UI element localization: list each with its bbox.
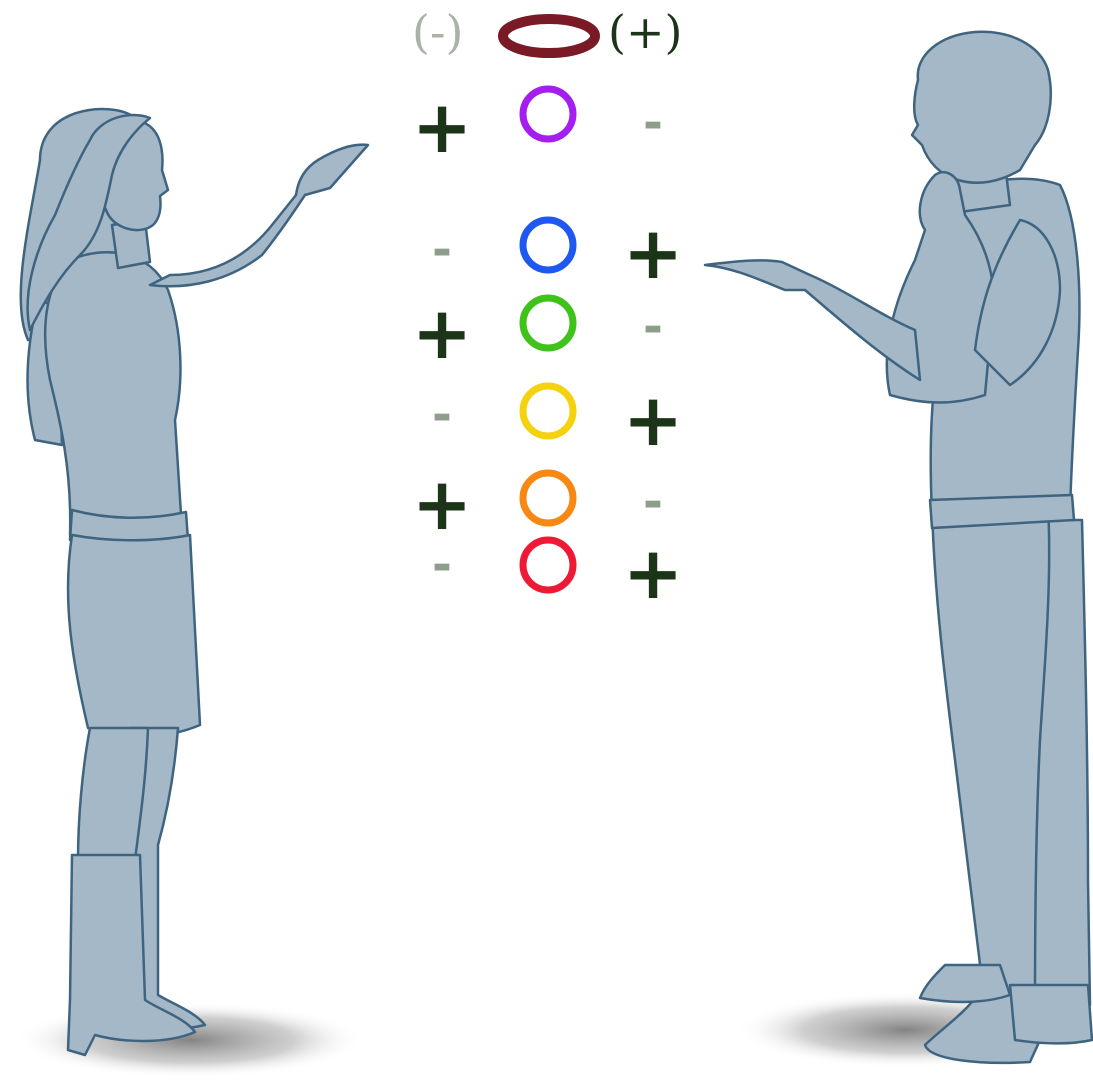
left-sign-blue: - — [432, 222, 452, 278]
header-ring — [498, 14, 600, 58]
woman-figure — [19, 107, 370, 1057]
right-sign-purple: - — [643, 95, 663, 151]
ring-green — [519, 294, 577, 352]
left-sign-purple: + — [411, 85, 473, 169]
right-sign-green: - — [643, 299, 663, 355]
right-sign-orange: - — [643, 474, 663, 530]
right-sign-blue: + — [622, 211, 684, 295]
left-sign-yellow: - — [432, 387, 452, 443]
negative-label: (-) — [412, 5, 464, 59]
man-figure — [703, 30, 1093, 1065]
left-sign-green: + — [411, 291, 473, 375]
ring-red — [519, 536, 577, 594]
ring-purple — [519, 85, 577, 143]
right-sign-yellow: + — [622, 378, 684, 462]
ring-blue — [519, 216, 577, 274]
positive-label: (+) — [608, 5, 683, 59]
ring-orange — [519, 469, 577, 527]
ring-yellow — [519, 382, 577, 440]
right-sign-red: + — [622, 531, 684, 615]
left-sign-red: - — [432, 537, 452, 593]
left-sign-orange: + — [411, 462, 473, 546]
